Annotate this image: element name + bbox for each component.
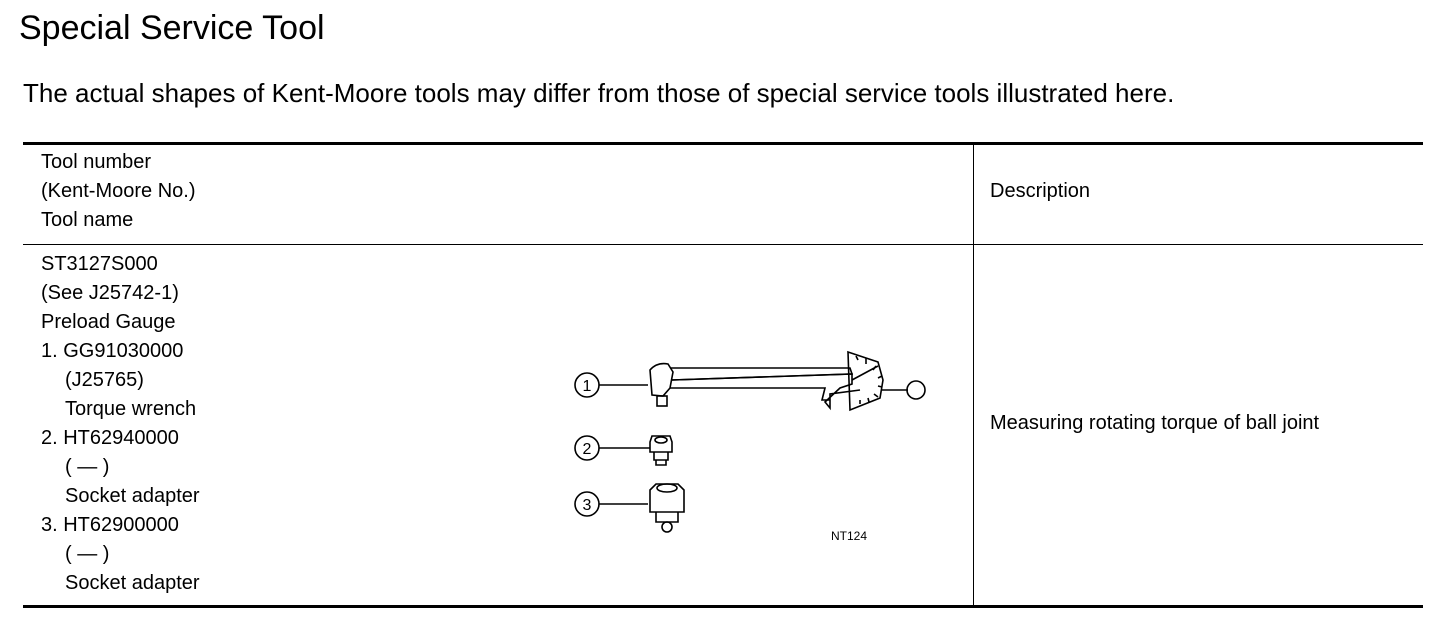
part-2-kent-moore-no: ( — ) xyxy=(65,456,110,478)
callout-3-label: 3 xyxy=(583,497,592,514)
table-bottom-rule xyxy=(23,605,1423,608)
part-1-name: Torque wrench xyxy=(65,398,197,420)
part-3-number: 3. HT62900000 xyxy=(41,514,179,536)
callout-2-label: 2 xyxy=(583,441,592,458)
part-3-kent-moore-no: ( — ) xyxy=(65,543,110,565)
tool-cell: ST3127S000 (See J25742-1) Preload Gauge … xyxy=(41,250,200,598)
figure-code: NT124 xyxy=(831,529,868,543)
part-3-name: Socket adapter xyxy=(65,572,200,594)
socket-adapter-2-icon xyxy=(649,435,673,466)
tool-number: ST3127S000 xyxy=(41,253,158,275)
header-tool-name: Tool name xyxy=(41,209,134,231)
preload-gauge-illustration: 1 2 3 xyxy=(574,350,926,533)
table-top-rule xyxy=(23,142,1423,145)
header-kent-moore-no: (Kent-Moore No.) xyxy=(41,180,196,202)
header-tool-number: Tool number xyxy=(41,151,152,173)
tool-description: Measuring rotating torque of ball joint xyxy=(990,412,1320,434)
table-header-rule xyxy=(23,244,1423,245)
page-note: The actual shapes of Kent-Moore tools ma… xyxy=(23,78,1175,108)
table-column-divider xyxy=(973,145,974,605)
page-title: Special Service Tool xyxy=(19,9,325,47)
part-1-number: 1. GG91030000 xyxy=(41,340,184,362)
callout-1-label: 1 xyxy=(583,378,592,395)
tool-name: Preload Gauge xyxy=(41,311,176,333)
torque-wrench-icon xyxy=(649,350,926,412)
socket-adapter-3-icon xyxy=(649,483,685,533)
part-2-number: 2. HT62940000 xyxy=(41,427,179,449)
part-1-kent-moore-no: (J25765) xyxy=(65,369,144,391)
part-2-name: Socket adapter xyxy=(65,485,200,507)
tool-kent-moore-ref: (See J25742-1) xyxy=(41,282,179,304)
header-description: Description xyxy=(990,180,1091,202)
